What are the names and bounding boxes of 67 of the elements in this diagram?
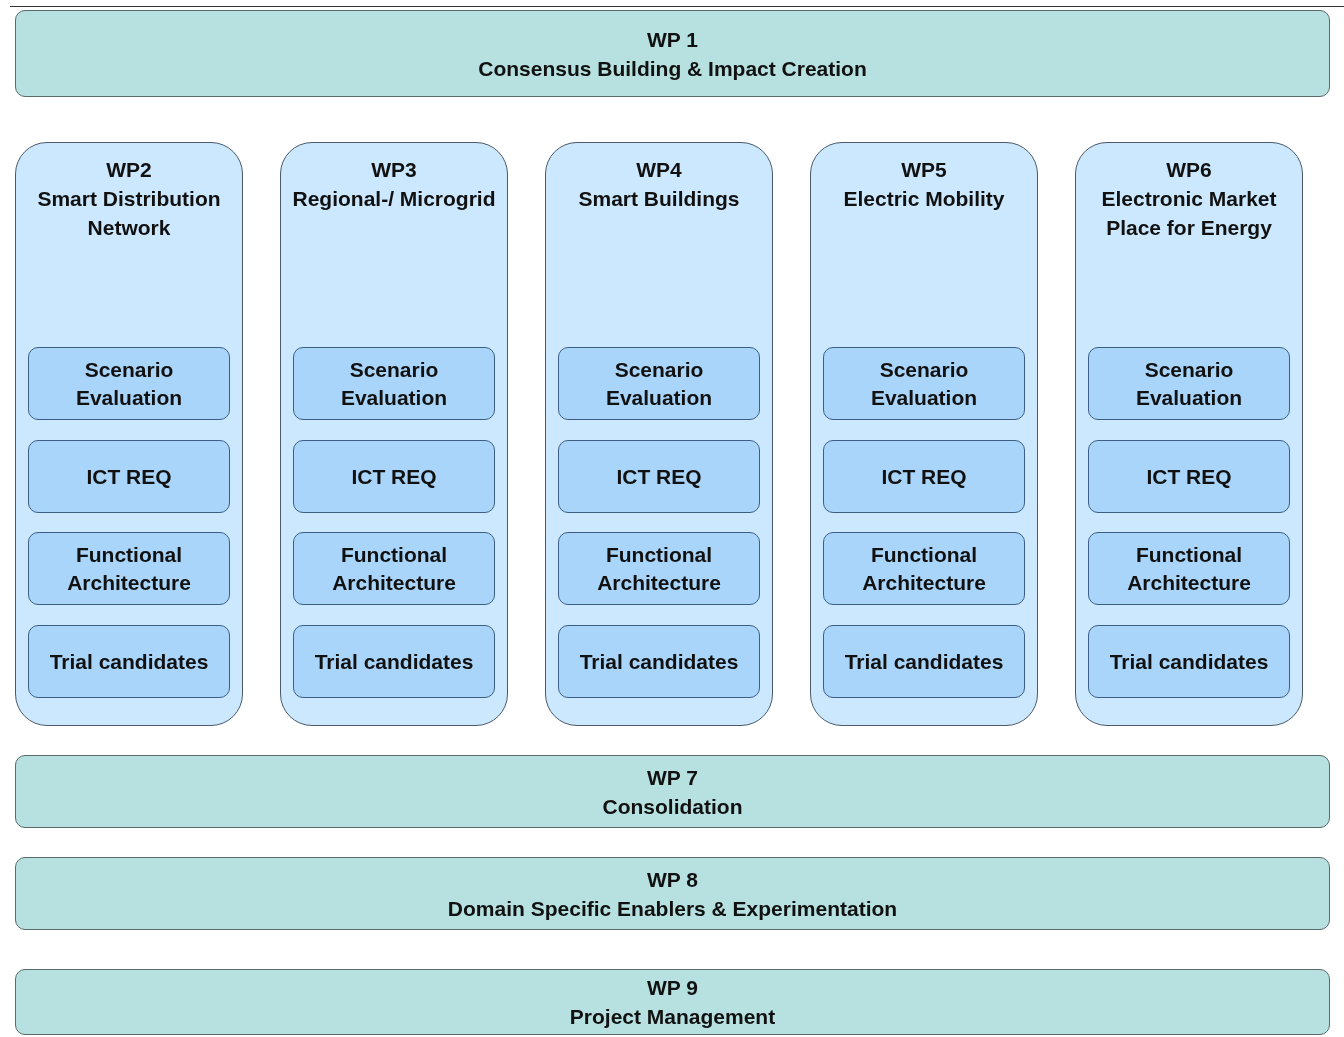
work-package-title: Smart Distribution Network bbox=[36, 186, 222, 241]
work-package-title: Project Management bbox=[569, 1004, 776, 1030]
task-label: Trial candidates bbox=[844, 648, 1004, 675]
work-package-title: Consolidation bbox=[602, 793, 743, 820]
work-package-title: Smart Buildings bbox=[577, 186, 741, 212]
task-box bbox=[1088, 347, 1290, 420]
task-box bbox=[558, 347, 760, 420]
task-label: Functional Architecture bbox=[331, 541, 457, 596]
task-box bbox=[293, 440, 495, 513]
work-package-band bbox=[15, 755, 1330, 828]
task-label: ICT REQ bbox=[1146, 463, 1232, 490]
task-label: Scenario Evaluation bbox=[1134, 356, 1244, 411]
task-box bbox=[558, 440, 760, 513]
work-package-title: Domain Specific Enablers & Experimentation bbox=[447, 895, 898, 922]
task-box bbox=[558, 532, 760, 605]
work-package-number: WP 9 bbox=[647, 975, 698, 1001]
work-package-column bbox=[15, 142, 243, 726]
task-label: Trial candidates bbox=[314, 648, 474, 675]
work-package-number: WP3 bbox=[370, 157, 418, 183]
work-package-column bbox=[1075, 142, 1303, 726]
task-label: ICT REQ bbox=[881, 463, 967, 490]
task-label: Trial candidates bbox=[1109, 648, 1269, 675]
work-package-band bbox=[15, 10, 1330, 97]
task-box bbox=[28, 532, 230, 605]
task-label: Trial candidates bbox=[579, 648, 739, 675]
work-package-number: WP2 bbox=[105, 157, 153, 183]
work-package-number: WP6 bbox=[1165, 157, 1213, 183]
task-label: ICT REQ bbox=[86, 463, 172, 490]
task-box bbox=[823, 440, 1025, 513]
work-package-number: WP 1 bbox=[647, 26, 698, 53]
work-package-column bbox=[545, 142, 773, 726]
task-box bbox=[1088, 625, 1290, 698]
task-label: Functional Architecture bbox=[1126, 541, 1252, 596]
task-label: ICT REQ bbox=[616, 463, 702, 490]
work-package-column bbox=[280, 142, 508, 726]
work-package-number: WP 8 bbox=[647, 866, 698, 893]
task-label: ICT REQ bbox=[351, 463, 437, 490]
work-package-title: Electric Mobility bbox=[842, 186, 1006, 212]
work-package-number: WP4 bbox=[635, 157, 683, 183]
task-box bbox=[823, 625, 1025, 698]
task-box bbox=[1088, 532, 1290, 605]
task-box bbox=[293, 347, 495, 420]
task-label: Scenario Evaluation bbox=[869, 356, 979, 411]
task-box bbox=[823, 347, 1025, 420]
task-box bbox=[1088, 440, 1290, 513]
task-box bbox=[293, 532, 495, 605]
task-label: Trial candidates bbox=[49, 648, 209, 675]
work-package-number: WP 7 bbox=[647, 764, 698, 791]
work-package-title: Consensus Building & Impact Creation bbox=[478, 55, 867, 82]
task-label: Scenario Evaluation bbox=[74, 356, 184, 411]
task-label: Functional Architecture bbox=[596, 541, 722, 596]
work-package-title: Regional-/ Microgrid bbox=[291, 186, 497, 212]
work-package-title: Electronic Market Place for Energy bbox=[1100, 186, 1278, 241]
task-label: Scenario Evaluation bbox=[339, 356, 449, 411]
work-package-band bbox=[15, 857, 1330, 930]
task-box bbox=[558, 625, 760, 698]
task-box bbox=[823, 532, 1025, 605]
task-box bbox=[28, 440, 230, 513]
task-box bbox=[28, 347, 230, 420]
work-package-band bbox=[15, 969, 1330, 1035]
task-box bbox=[293, 625, 495, 698]
work-package-number: WP5 bbox=[900, 157, 948, 183]
task-label: Functional Architecture bbox=[66, 541, 192, 596]
task-label: Scenario Evaluation bbox=[604, 356, 714, 411]
task-label: Functional Architecture bbox=[861, 541, 987, 596]
task-box bbox=[28, 625, 230, 698]
work-package-column bbox=[810, 142, 1038, 726]
